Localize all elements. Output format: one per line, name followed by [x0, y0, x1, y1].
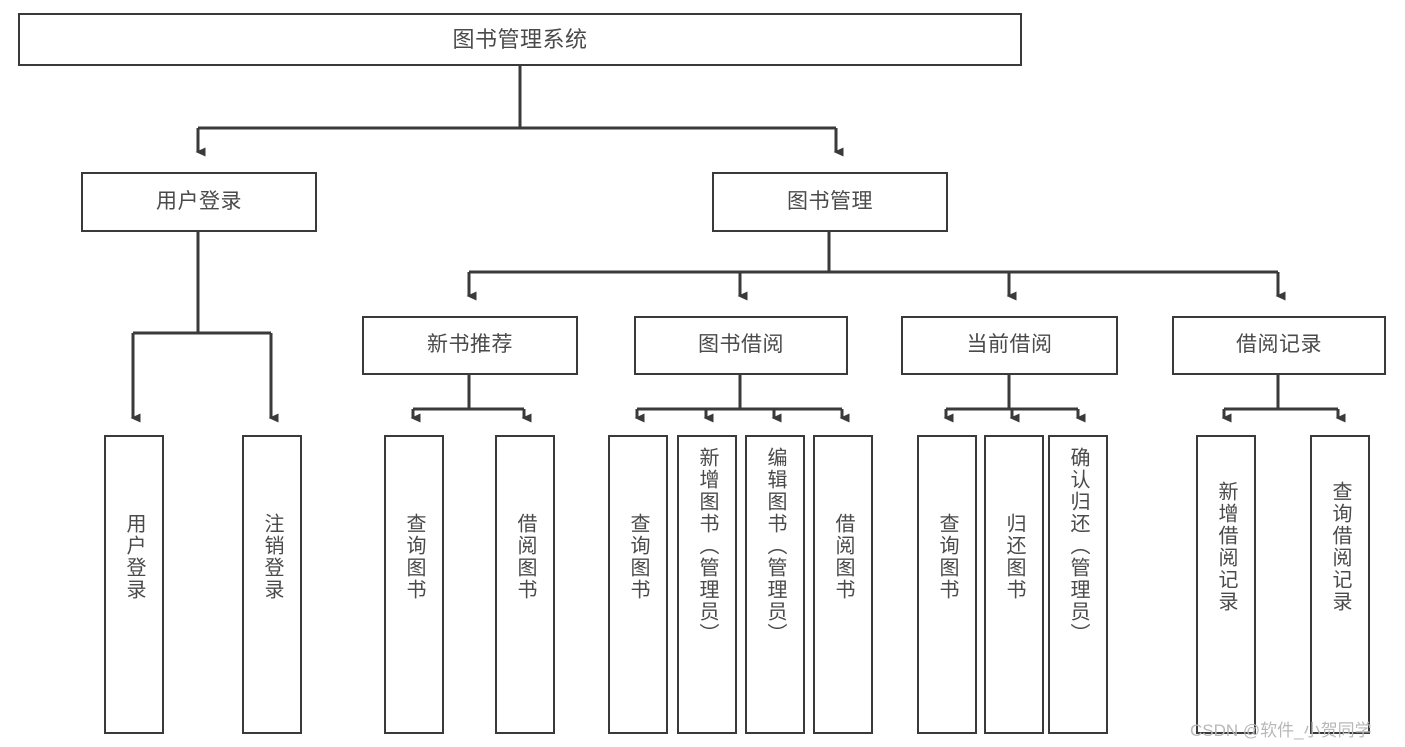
node-label: 新增图书（管理员）: [696, 447, 718, 645]
node-label: 图书管理: [787, 189, 873, 213]
watermark-text: CSDN @软件_小贺同学: [1190, 721, 1372, 740]
node-label: 图书管理系统: [452, 26, 588, 52]
leaf-user-login-logout[interactable]: 注销登录: [242, 435, 302, 734]
leaf-user-login-login[interactable]: 用户登录: [104, 435, 164, 734]
node-label: 新增借阅记录: [1215, 481, 1237, 613]
node-label: 查询借阅记录: [1329, 481, 1351, 613]
node-label: 借阅图书: [832, 513, 854, 601]
node-new-book-recommend[interactable]: 新书推荐: [362, 316, 578, 375]
leaf-borrow-query-book[interactable]: 查询图书: [608, 435, 668, 734]
node-current-borrow[interactable]: 当前借阅: [901, 316, 1118, 375]
node-label: 用户登录: [123, 513, 145, 601]
node-label: 确认归还（管理员）: [1067, 447, 1089, 645]
leaf-borrow-add-book-admin[interactable]: 新增图书（管理员）: [677, 435, 737, 734]
leaf-borrow-edit-book-admin[interactable]: 编辑图书（管理员）: [745, 435, 805, 734]
node-borrow-record[interactable]: 借阅记录: [1172, 316, 1386, 375]
node-root-system[interactable]: 图书管理系统: [18, 13, 1022, 66]
leaf-record-query-record[interactable]: 查询借阅记录: [1310, 435, 1370, 734]
node-book-borrow[interactable]: 图书借阅: [634, 316, 848, 375]
node-label: 查询图书: [936, 513, 958, 601]
node-user-login[interactable]: 用户登录: [81, 172, 317, 232]
leaf-current-confirm-return-admin[interactable]: 确认归还（管理员）: [1048, 435, 1108, 734]
node-label: 借阅图书: [514, 513, 536, 601]
node-label: 借阅记录: [1236, 333, 1322, 357]
node-label: 图书借阅: [698, 333, 784, 357]
leaf-new-book-query[interactable]: 查询图书: [384, 435, 444, 734]
leaf-record-add-record[interactable]: 新增借阅记录: [1196, 435, 1256, 734]
node-label: 当前借阅: [966, 333, 1053, 357]
node-label: 查询图书: [403, 513, 425, 601]
node-book-management[interactable]: 图书管理: [712, 172, 948, 232]
node-label: 归还图书: [1003, 513, 1025, 601]
node-label: 新书推荐: [427, 333, 513, 357]
leaf-new-book-borrow[interactable]: 借阅图书: [495, 435, 555, 734]
node-label: 编辑图书（管理员）: [764, 447, 786, 645]
leaf-borrow-borrow-book[interactable]: 借阅图书: [813, 435, 873, 734]
leaf-current-return-book[interactable]: 归还图书: [984, 435, 1044, 734]
node-label: 用户登录: [156, 189, 242, 213]
node-label: 注销登录: [261, 513, 283, 601]
leaf-current-query-book[interactable]: 查询图书: [917, 435, 977, 734]
node-label: 查询图书: [627, 513, 649, 601]
